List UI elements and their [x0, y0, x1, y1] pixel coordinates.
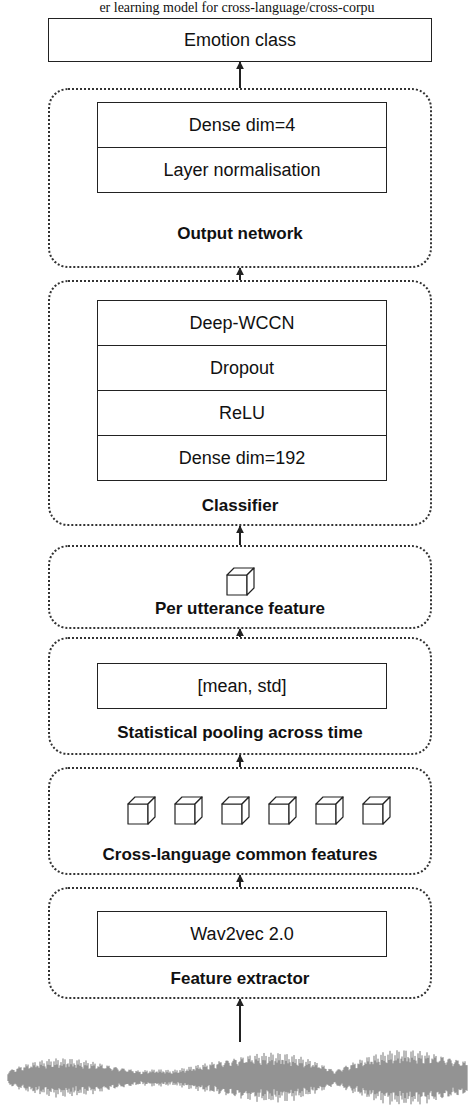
- caption-fragment: er learning model for cross-language/cro…: [0, 0, 474, 15]
- module-group: Classifier Deep-WCCN DropoutReLU Dense dim=…: [48, 280, 432, 526]
- group-title: Per utterance feature: [50, 599, 430, 619]
- feature-cube: [363, 797, 390, 824]
- layer-box: Wav2vec 2.0: [97, 911, 387, 957]
- feature-cube: [227, 568, 254, 595]
- layer-box: ReLU: [97, 390, 387, 436]
- module-group: Output network Dense dim=4Layer normalisa…: [48, 88, 432, 268]
- flow-arrow: [239, 268, 241, 280]
- input-arrow: [239, 999, 241, 1042]
- module-group: Feature extractor Wav2vec 2.0: [48, 887, 432, 999]
- layer-label: Dense dim=4: [189, 115, 296, 136]
- flow-arrow: [239, 755, 241, 767]
- flow-arrow: [239, 62, 241, 88]
- module-group: Cross-language common features: [48, 767, 432, 875]
- feature-cube: [269, 797, 296, 824]
- layer-box: Emotion class: [48, 18, 432, 62]
- layer-label: ReLU: [219, 403, 265, 424]
- feature-cube: [222, 797, 249, 824]
- module-group: Per utterance feature: [48, 545, 432, 629]
- layer-label: Layer normalisation: [163, 160, 320, 181]
- layer-box: Dropout: [97, 345, 387, 391]
- layer-box: Dense dim=192: [97, 435, 387, 481]
- group-title: Cross-language common features: [50, 845, 430, 865]
- feature-cube: [128, 797, 155, 824]
- layer-box: Dense dim=4: [97, 102, 387, 148]
- layer-box: [mean, std]: [97, 663, 387, 709]
- module-group: Statistical pooling across time [mean, st…: [48, 637, 432, 755]
- flow-arrow: [239, 526, 241, 545]
- layer-label: [mean, std]: [197, 676, 286, 697]
- layer-label: Emotion class: [184, 30, 296, 51]
- feature-cube: [175, 797, 202, 824]
- group-title: Feature extractor: [50, 969, 430, 989]
- group-title: Statistical pooling across time: [50, 723, 430, 743]
- feature-cube: [316, 797, 343, 824]
- group-title: Output network: [50, 224, 430, 244]
- layer-label: Dropout: [210, 358, 274, 379]
- layer-label: Deep-WCCN: [189, 313, 294, 334]
- audio-waveform: [8, 1050, 467, 1104]
- layer-label: Wav2vec 2.0: [190, 924, 293, 945]
- flow-arrow: [239, 629, 241, 637]
- flow-arrow: [239, 875, 241, 887]
- layer-box: Deep-WCCN: [97, 300, 387, 346]
- layer-box: Layer normalisation: [97, 147, 387, 193]
- layer-label: Dense dim=192: [179, 448, 306, 469]
- group-title: Classifier: [50, 496, 430, 516]
